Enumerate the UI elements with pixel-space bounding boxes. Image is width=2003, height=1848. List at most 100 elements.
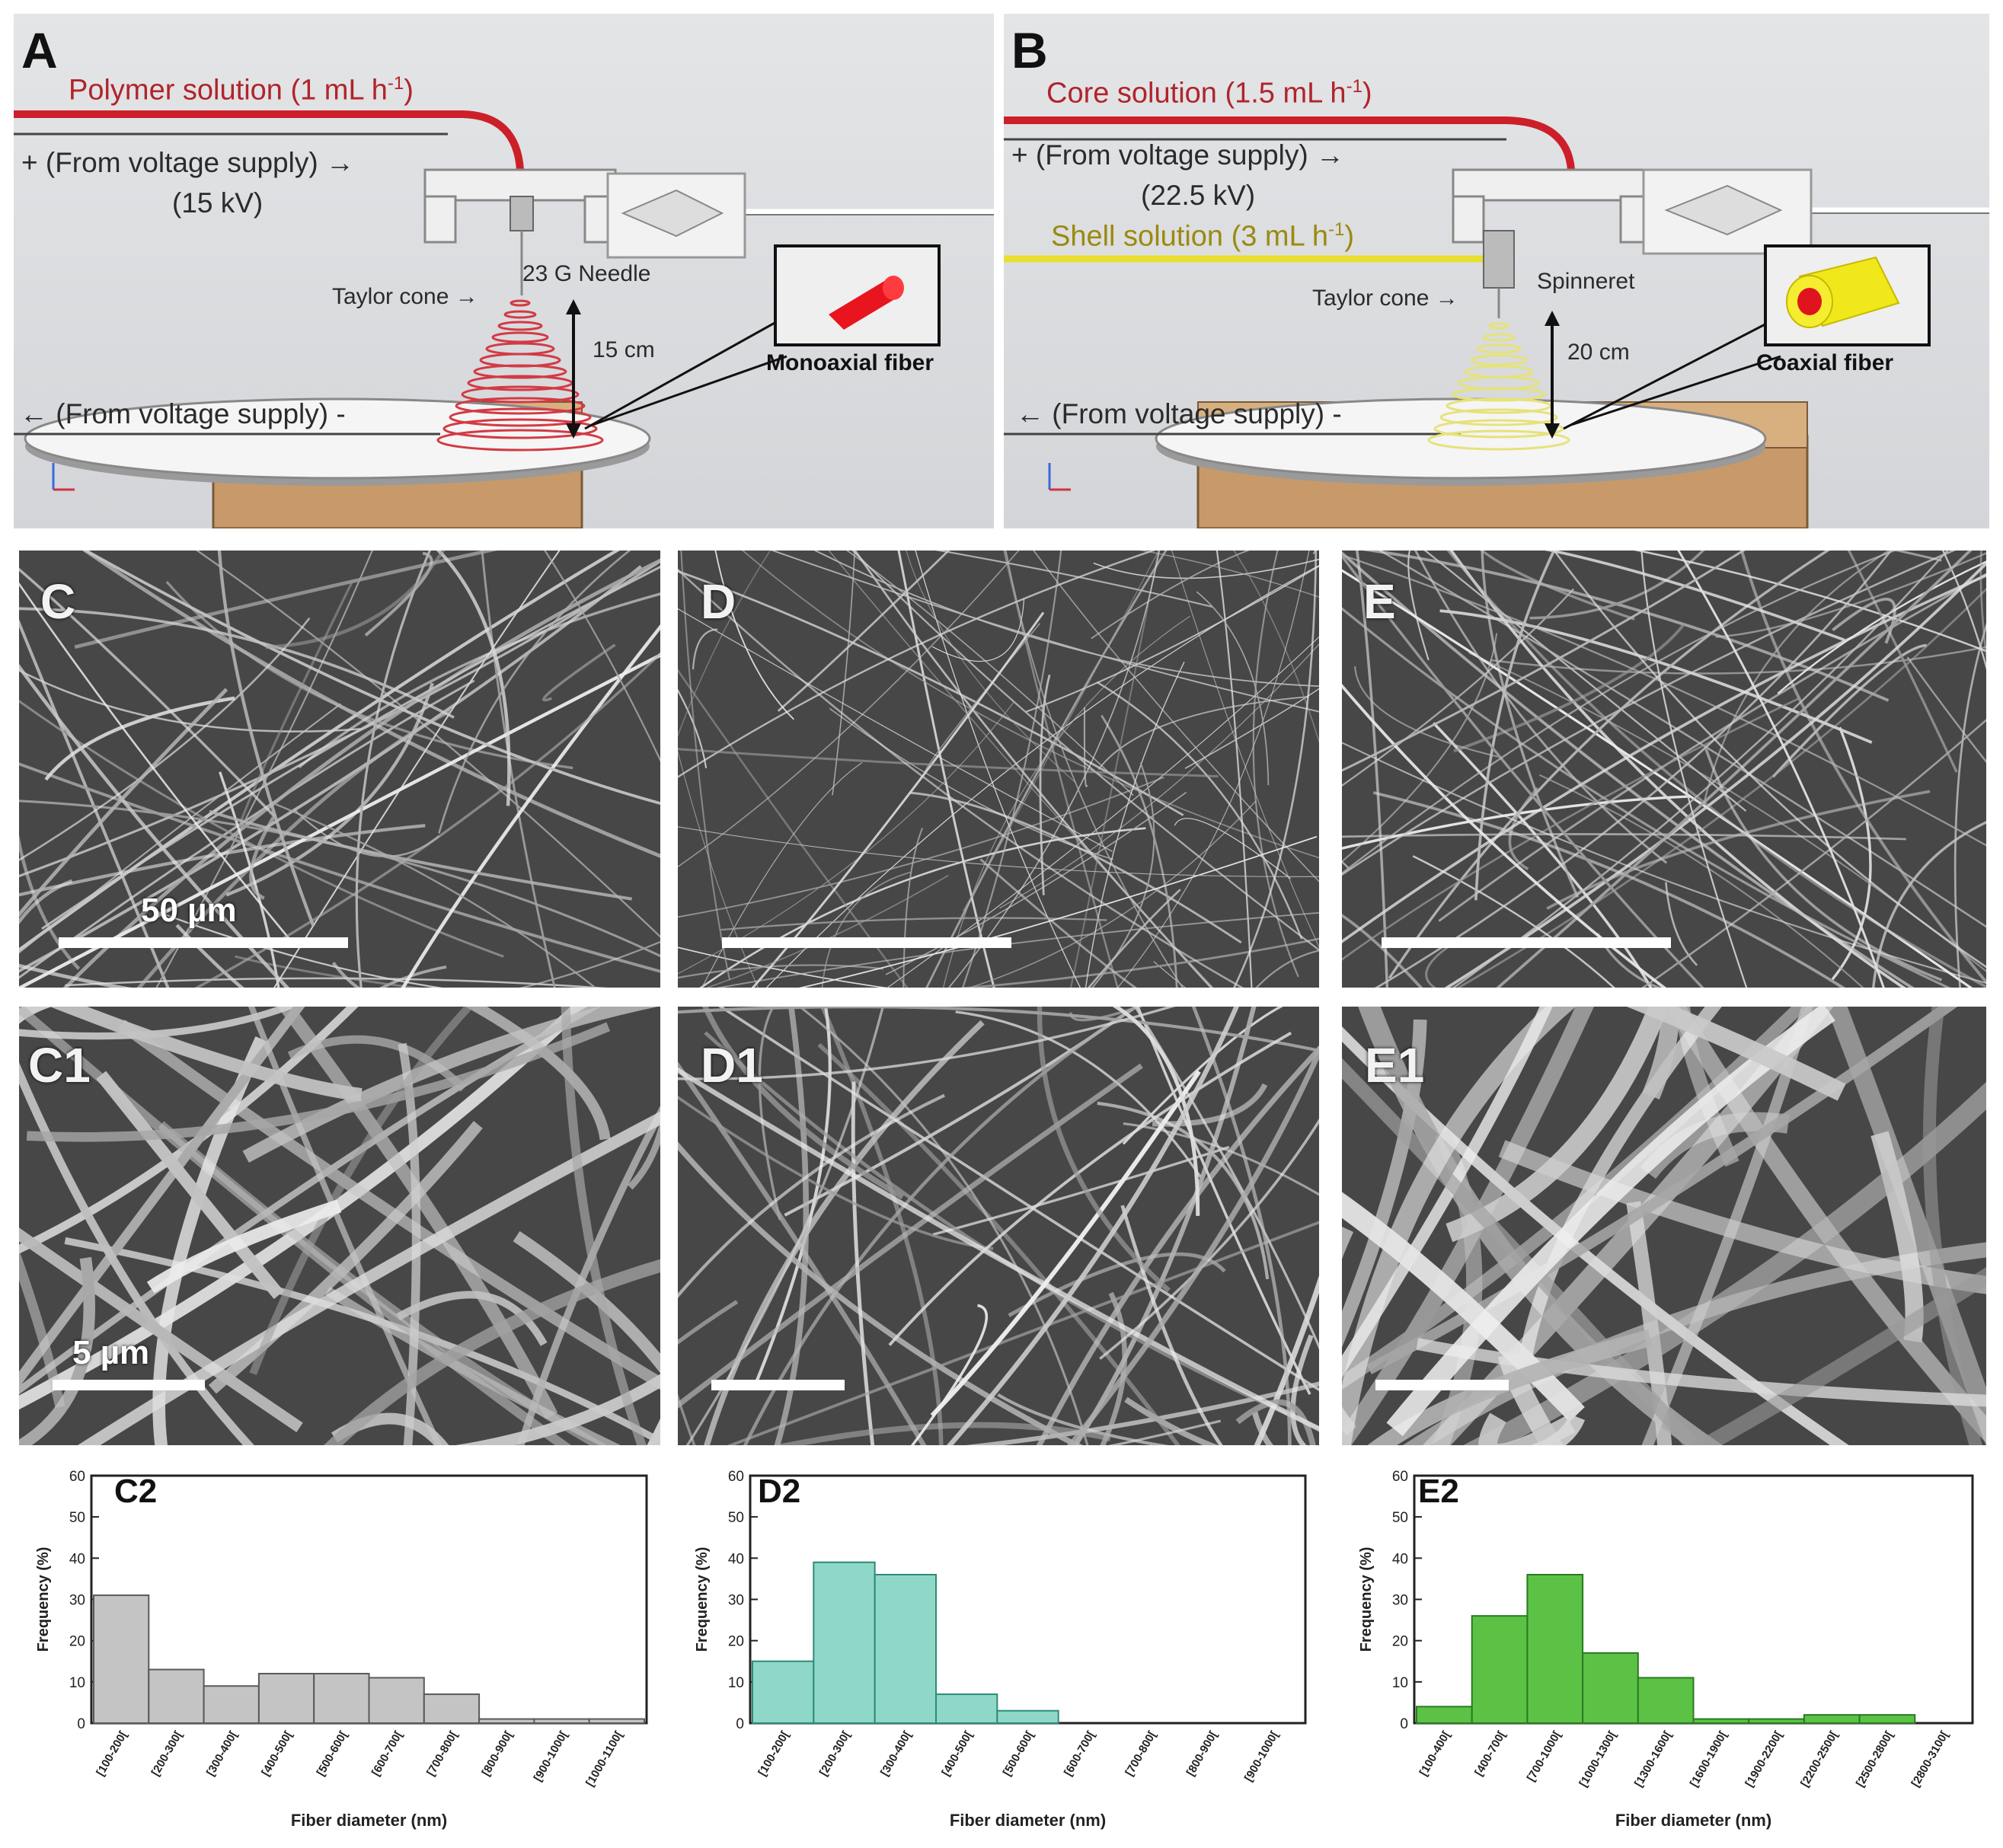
histogram-bar	[478, 1718, 535, 1725]
y-tick-label: 50	[69, 1510, 85, 1526]
voltage-value-label: (15 kV)	[172, 187, 264, 219]
histogram-bar	[935, 1693, 998, 1725]
panel-label: D2	[758, 1473, 801, 1510]
y-axis-title: Frequency (%)	[1358, 1547, 1375, 1652]
y-tick-label: 10	[1392, 1675, 1408, 1691]
x-tick-label: [1600-1900[	[1688, 1729, 1730, 1789]
y-tick-label: 20	[69, 1634, 85, 1650]
x-tick-label: [100-400[	[1417, 1729, 1453, 1779]
panel-a-schematic: A Polymer solution (1 mL h-1) + (From vo…	[14, 14, 994, 528]
scale-bar	[53, 1380, 205, 1390]
sem-fiber-texture	[19, 1007, 660, 1445]
histogram-bar	[1748, 1718, 1805, 1725]
histogram-bar	[588, 1718, 646, 1725]
x-tick-label: [300-400[	[878, 1729, 914, 1779]
core-solution-label: Core solution (1.5 mL h-1)	[1046, 76, 1372, 110]
y-tick-label: 60	[728, 1469, 744, 1485]
sem-image-c: C 50 µm	[19, 551, 660, 988]
histogram-c2-svg: 0102030405060[100-200[[200-300[[300-400[…	[35, 1469, 648, 1830]
y-tick-label: 40	[1392, 1551, 1408, 1567]
x-tick-label: [600-700[	[1062, 1729, 1097, 1779]
histogram-bar	[1471, 1615, 1529, 1724]
histogram-bar	[996, 1709, 1059, 1724]
sem-image-c1: C1 5 µm	[19, 1007, 660, 1445]
y-tick-label: 30	[728, 1593, 744, 1609]
panel-label: D1	[701, 1038, 763, 1093]
panel-label: A	[21, 22, 58, 78]
x-tick-label: [700-1000[	[1525, 1729, 1564, 1784]
y-tick-label: 10	[69, 1675, 85, 1691]
histogram-bar	[1692, 1718, 1750, 1725]
histogram-bar	[368, 1677, 425, 1724]
y-tick-label: 50	[728, 1510, 744, 1526]
x-tick-label: [1300-1600[	[1632, 1729, 1675, 1789]
x-axis-title: Fiber diameter (nm)	[291, 1811, 447, 1830]
voltage-minus-label: ← (From voltage supply) -	[1016, 398, 1342, 429]
needle-label: 23 G Needle	[522, 261, 651, 286]
shell-solution-label: Shell solution (3 mL h-1)	[1051, 219, 1355, 253]
sem-image-e: E	[1342, 551, 1986, 988]
sem-image-e1: E1	[1342, 1007, 1986, 1445]
x-tick-label: [100-200[	[756, 1729, 791, 1779]
x-tick-label: [2800-3100[	[1909, 1729, 1952, 1789]
histogram-bar	[533, 1718, 590, 1725]
scale-bar	[1375, 1380, 1509, 1390]
x-tick-label: [2200-2500[	[1798, 1729, 1841, 1789]
histogram-bar	[1803, 1714, 1861, 1724]
sem-fiber-texture	[1342, 1007, 1986, 1445]
x-tick-label: [500-600[	[1001, 1729, 1037, 1779]
x-tick-label: [2500-2800[	[1854, 1729, 1896, 1789]
y-tick-label: 0	[736, 1716, 744, 1732]
fiber-type-label: Monoaxial fiber	[766, 350, 934, 375]
y-tick-label: 0	[1400, 1716, 1408, 1732]
y-tick-label: 30	[69, 1593, 85, 1609]
panel-label: C	[40, 574, 76, 629]
voltage-plus-label: + (From voltage supply) →	[1011, 139, 1344, 171]
histogram-bar	[313, 1673, 370, 1724]
panel-b-schematic: B Core solution (1.5 mL h-1) + (From vol…	[1004, 14, 1989, 528]
x-tick-label: [1000-1300[	[1577, 1729, 1619, 1789]
sem-fiber-texture	[678, 551, 1319, 988]
x-tick-label: [500-600[	[315, 1729, 350, 1779]
distance-label: 20 cm	[1567, 340, 1630, 365]
histogram-bar	[1858, 1714, 1916, 1724]
polymer-solution-label: Polymer solution (1 mL h-1)	[69, 73, 414, 107]
x-tick-label: [600-700[	[369, 1729, 405, 1779]
scale-bar-label: 5 µm	[72, 1334, 150, 1371]
panel-b-drawing	[1004, 116, 1989, 528]
scale-bar-label: 50 µm	[141, 892, 237, 929]
histogram-bar	[1582, 1652, 1639, 1725]
x-tick-label: [200-300[	[149, 1729, 185, 1779]
histogram-bar	[93, 1594, 150, 1724]
panel-a-drawing	[14, 110, 994, 528]
y-tick-label: 40	[69, 1551, 85, 1567]
panel-label: E1	[1365, 1038, 1425, 1093]
x-tick-label: [700-800[	[1123, 1729, 1158, 1779]
voltage-plus-label: + (From voltage supply) →	[21, 147, 354, 178]
taylor-cone-spiral-red	[436, 299, 604, 452]
x-axis-title: Fiber diameter (nm)	[950, 1811, 1106, 1830]
x-tick-label: [100-200[	[94, 1729, 129, 1779]
scale-bar	[59, 937, 348, 948]
x-tick-label: [400-500[	[939, 1729, 975, 1779]
y-tick-label: 20	[728, 1634, 744, 1650]
x-tick-label: [300-400[	[204, 1729, 240, 1779]
y-tick-label: 30	[1392, 1593, 1408, 1609]
voltage-value-label: (22.5 kV)	[1141, 180, 1256, 211]
distance-label: 15 cm	[593, 337, 655, 362]
x-tick-label: [400-500[	[259, 1729, 295, 1779]
panel-label: E	[1363, 574, 1396, 629]
y-tick-label: 0	[77, 1716, 85, 1732]
coaxial-fiber-icon	[1786, 256, 1900, 328]
voltage-minus-label: ← (From voltage supply) -	[20, 398, 346, 429]
histogram-bar	[257, 1673, 315, 1724]
scale-bar	[1382, 937, 1671, 948]
panel-label: E2	[1418, 1473, 1459, 1510]
scale-bar	[722, 937, 1011, 948]
sem-fiber-texture	[19, 551, 660, 988]
y-tick-label: 40	[728, 1551, 744, 1567]
panel-label: B	[1011, 22, 1048, 78]
x-axis-title: Fiber diameter (nm)	[1615, 1811, 1771, 1830]
